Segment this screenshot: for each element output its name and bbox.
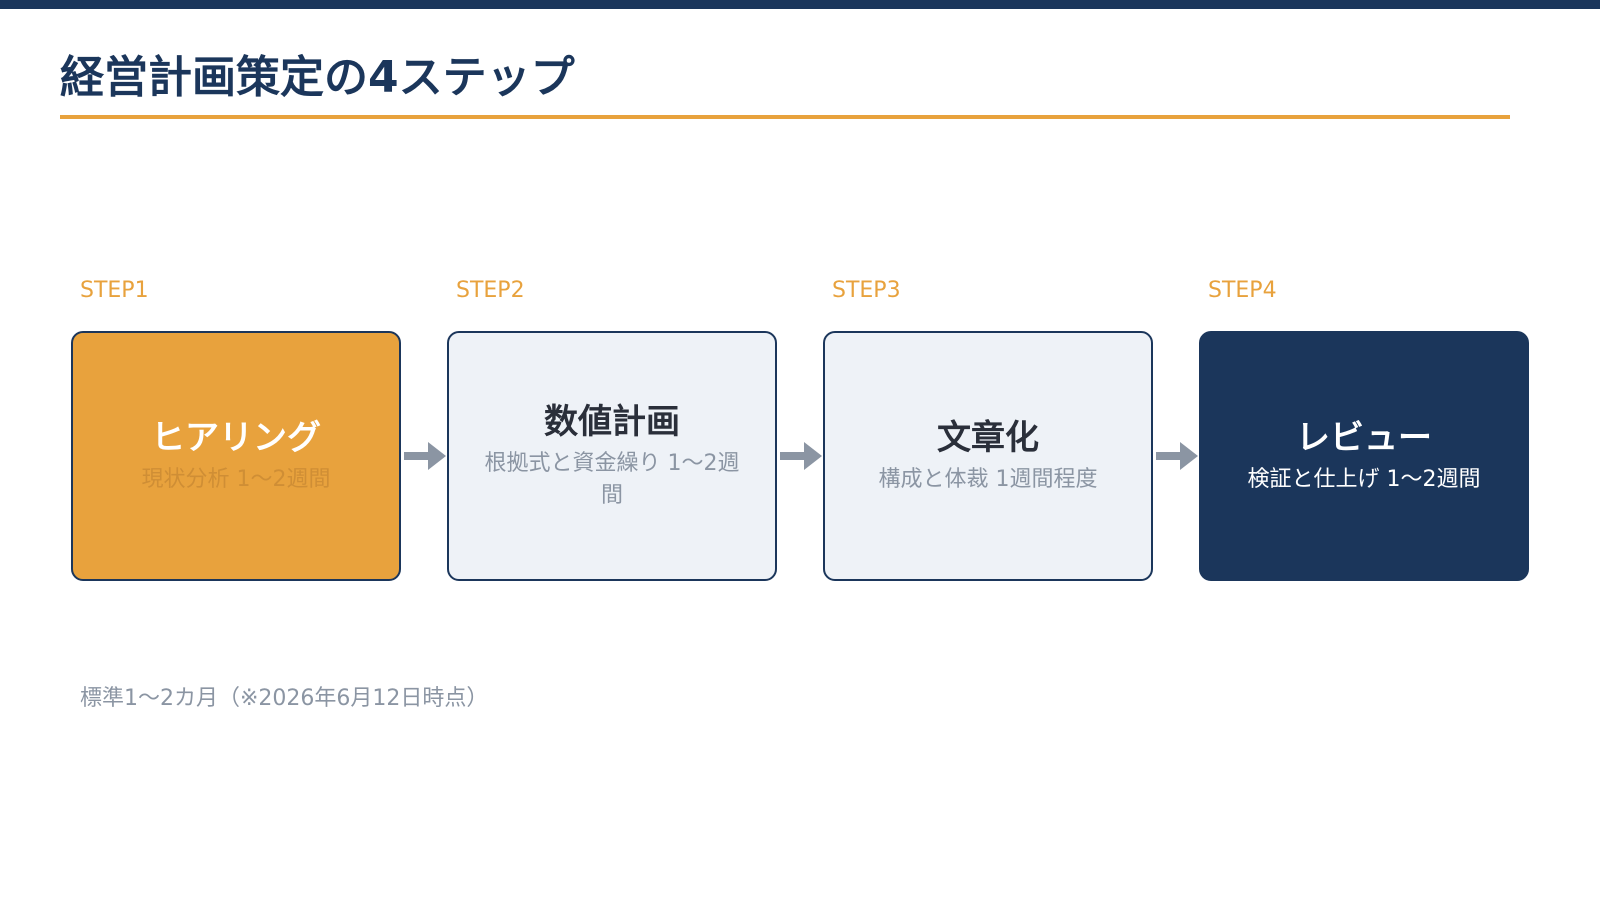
step-3-title: 文章化 <box>937 418 1039 458</box>
step-1-description: 現状分析 1〜2週間 <box>141 467 331 492</box>
step-3-label: STEP3 <box>832 278 901 303</box>
arrow-right-icon <box>780 442 822 470</box>
step-1-title: ヒアリング <box>151 418 321 458</box>
footnote: 標準1〜2カ月（※2026年6月12日時点） <box>80 686 489 711</box>
page-title: 経営計画策定の4ステップ <box>60 52 575 103</box>
step-4-description: 検証と仕上げ 1〜2週間 <box>1247 467 1481 492</box>
arrow-right-icon <box>404 442 446 470</box>
step-2-description: 根拠式と資金繰り 1〜2週間 <box>484 451 740 508</box>
step-4-title: レビュー <box>1296 418 1432 458</box>
step-1-box: ヒアリング 現状分析 1〜2週間 <box>71 331 401 581</box>
step-2-label: STEP2 <box>456 278 525 303</box>
step-4-box: レビュー 検証と仕上げ 1〜2週間 <box>1199 331 1529 581</box>
step-1-label: STEP1 <box>80 278 149 303</box>
step-3-description: 構成と体裁 1週間程度 <box>878 467 1098 492</box>
top-accent-bar <box>0 0 1600 9</box>
step-3-box: 文章化 構成と体裁 1週間程度 <box>823 331 1153 581</box>
step-2-box: 数値計画 根拠式と資金繰り 1〜2週間 <box>447 331 777 581</box>
step-2-title: 数値計画 <box>544 402 680 442</box>
step-4-label: STEP4 <box>1208 278 1277 303</box>
arrow-right-icon <box>1156 442 1198 470</box>
title-underline <box>60 115 1510 119</box>
